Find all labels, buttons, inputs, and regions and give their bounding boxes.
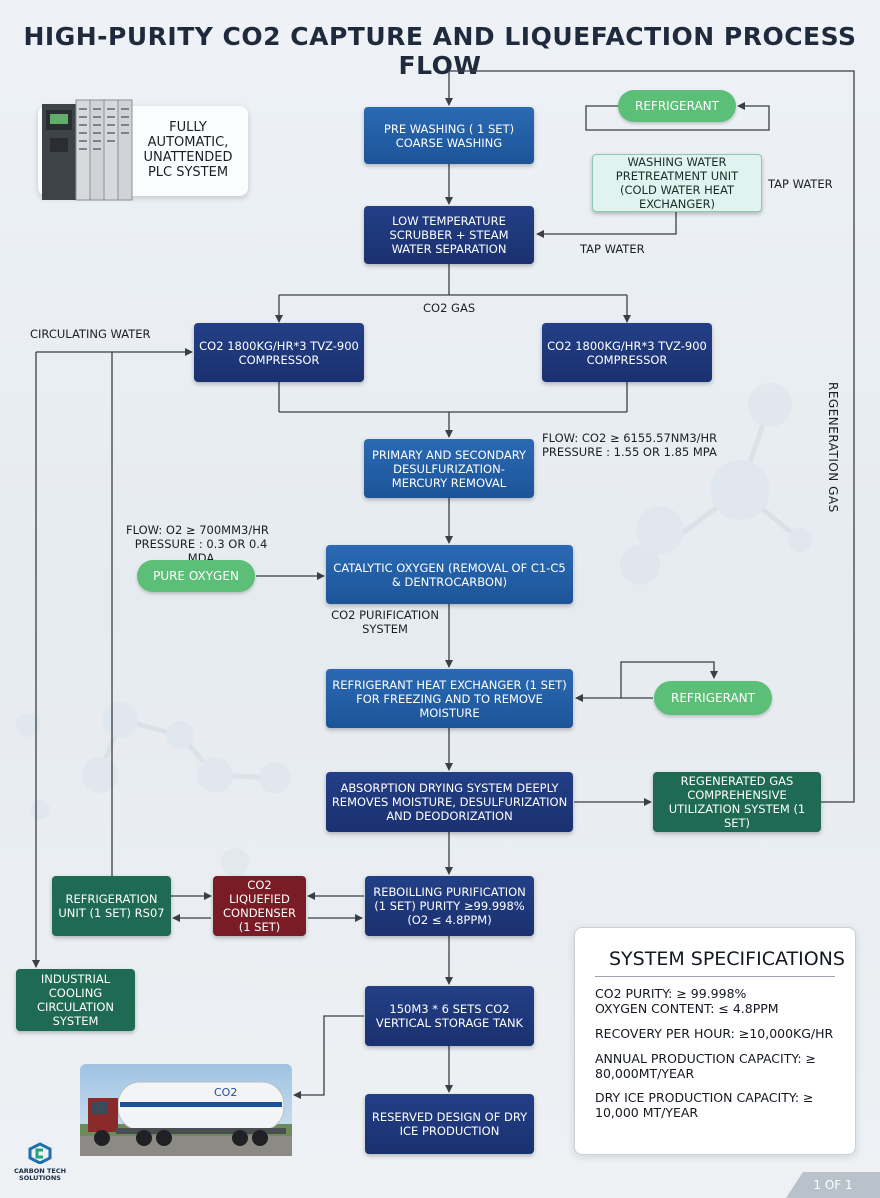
specifications-divider <box>595 976 835 977</box>
plc-controller-icon <box>42 99 133 201</box>
refrigerant-heat-exchanger-box: REFRIGERANT HEAT EXCHANGER (1 SET) FOR F… <box>326 669 573 728</box>
pre-washing-box: PRE WASHING ( 1 SET) COARSE WASHING <box>364 107 534 164</box>
co2-gas-label: CO2 GAS <box>423 301 476 315</box>
refrigerant-mid-pill: REFRIGERANT <box>654 681 772 715</box>
truck-badge: CO2 <box>214 1086 237 1099</box>
spec-annual: ANNUAL PRODUCTION CAPACITY: ≥ 80,000MT/Y… <box>595 1051 816 1081</box>
spec-purity: CO2 PURITY: ≥ 99.998% <box>595 986 747 1001</box>
co2-tanker-truck-image: CO2 <box>80 1064 292 1156</box>
tap-water-label-1: TAP WATER <box>768 177 833 191</box>
scrubber-box: LOW TEMPERATURE SCRUBBER + STEAM WATER S… <box>364 206 534 264</box>
liquefied-condenser-box: CO2 LIQUEFIED CONDENSER (1 SET) <box>213 876 306 936</box>
logo-line-2: SOLUTIONS <box>19 1174 61 1182</box>
regenerated-gas-box: REGENERATED GAS COMPREHENSIVE UTILIZATIO… <box>653 772 821 832</box>
circulating-water-label: CIRCULATING WATER <box>30 327 151 341</box>
page-title: HIGH-PURITY CO2 CAPTURE AND LIQUEFACTION… <box>23 22 857 80</box>
spec-oxygen: OXYGEN CONTENT: ≤ 4.8PPM <box>595 1001 779 1016</box>
tap-water-label-2: TAP WATER <box>580 242 645 256</box>
purification-system-label: CO2 PURIFICATION SYSTEM <box>331 608 439 636</box>
industrial-cooling-box: INDUSTRIAL COOLING CIRCULATION SYSTEM <box>16 969 135 1031</box>
compressor-right-box: CO2 1800KG/HR*3 TVZ-900 COMPRESSOR <box>542 323 712 382</box>
regeneration-gas-label: REGENERATION GAS <box>826 382 840 513</box>
o2-flow-label: FLOW: O2 ≥ 700MM3/HR <box>126 523 269 537</box>
system-specifications-panel: SYSTEM SPECIFICATIONS CO2 PURITY: ≥ 99.9… <box>574 927 856 1155</box>
pure-oxygen-pill: PURE OXYGEN <box>137 560 255 592</box>
absorption-drying-box: ABSORPTION DRYING SYSTEM DEEPLY REMOVES … <box>326 772 573 832</box>
reboiling-purification-box: REBOILLING PURIFICATION (1 SET) PURITY ≥… <box>365 876 534 936</box>
co2-pressure-label: PRESSURE : 1.55 OR 1.85 MPA <box>542 445 717 459</box>
company-logo: CARBON TECH SOLUTIONS <box>10 1142 70 1182</box>
page-indicator: 1 OF 1 <box>786 1172 880 1198</box>
specifications-title: SYSTEM SPECIFICATIONS <box>609 948 845 970</box>
dry-ice-box: RESERVED DESIGN OF DRY ICE PRODUCTION <box>365 1094 534 1154</box>
carbon-tech-logo-icon <box>28 1142 52 1165</box>
storage-tank-box: 150M3 * 6 SETS CO2 VERTICAL STORAGE TANK <box>365 986 534 1046</box>
catalytic-oxygen-box: CATALYTIC OXYGEN (REMOVAL OF C1-C5 & DEN… <box>326 545 573 604</box>
washing-water-pretreatment-box: WASHING WATER PRETREATMENT UNIT (COLD WA… <box>592 154 762 212</box>
co2-flow-label: FLOW: CO2 ≥ 6155.57NM3/HR <box>542 431 718 445</box>
refrigeration-unit-box: REFRIGERATION UNIT (1 SET) RS07 <box>52 876 171 936</box>
plc-label: FULLY AUTOMATIC, UNATTENDED PLC SYSTEM <box>143 120 233 180</box>
refrigerant-top-pill: REFRIGERANT <box>618 90 736 122</box>
logo-line-1: CARBON TECH <box>13 1167 67 1175</box>
compressor-left-box: CO2 1800KG/HR*3 TVZ-900 COMPRESSOR <box>194 323 364 382</box>
desulfurization-box: PRIMARY AND SECONDARY DESULFURIZATION-ME… <box>364 439 534 498</box>
spec-recovery: RECOVERY PER HOUR: ≥10,000KG/HR <box>595 1026 834 1041</box>
spec-dry-ice: DRY ICE PRODUCTION CAPACITY: ≥ 10,000 MT… <box>595 1090 814 1120</box>
